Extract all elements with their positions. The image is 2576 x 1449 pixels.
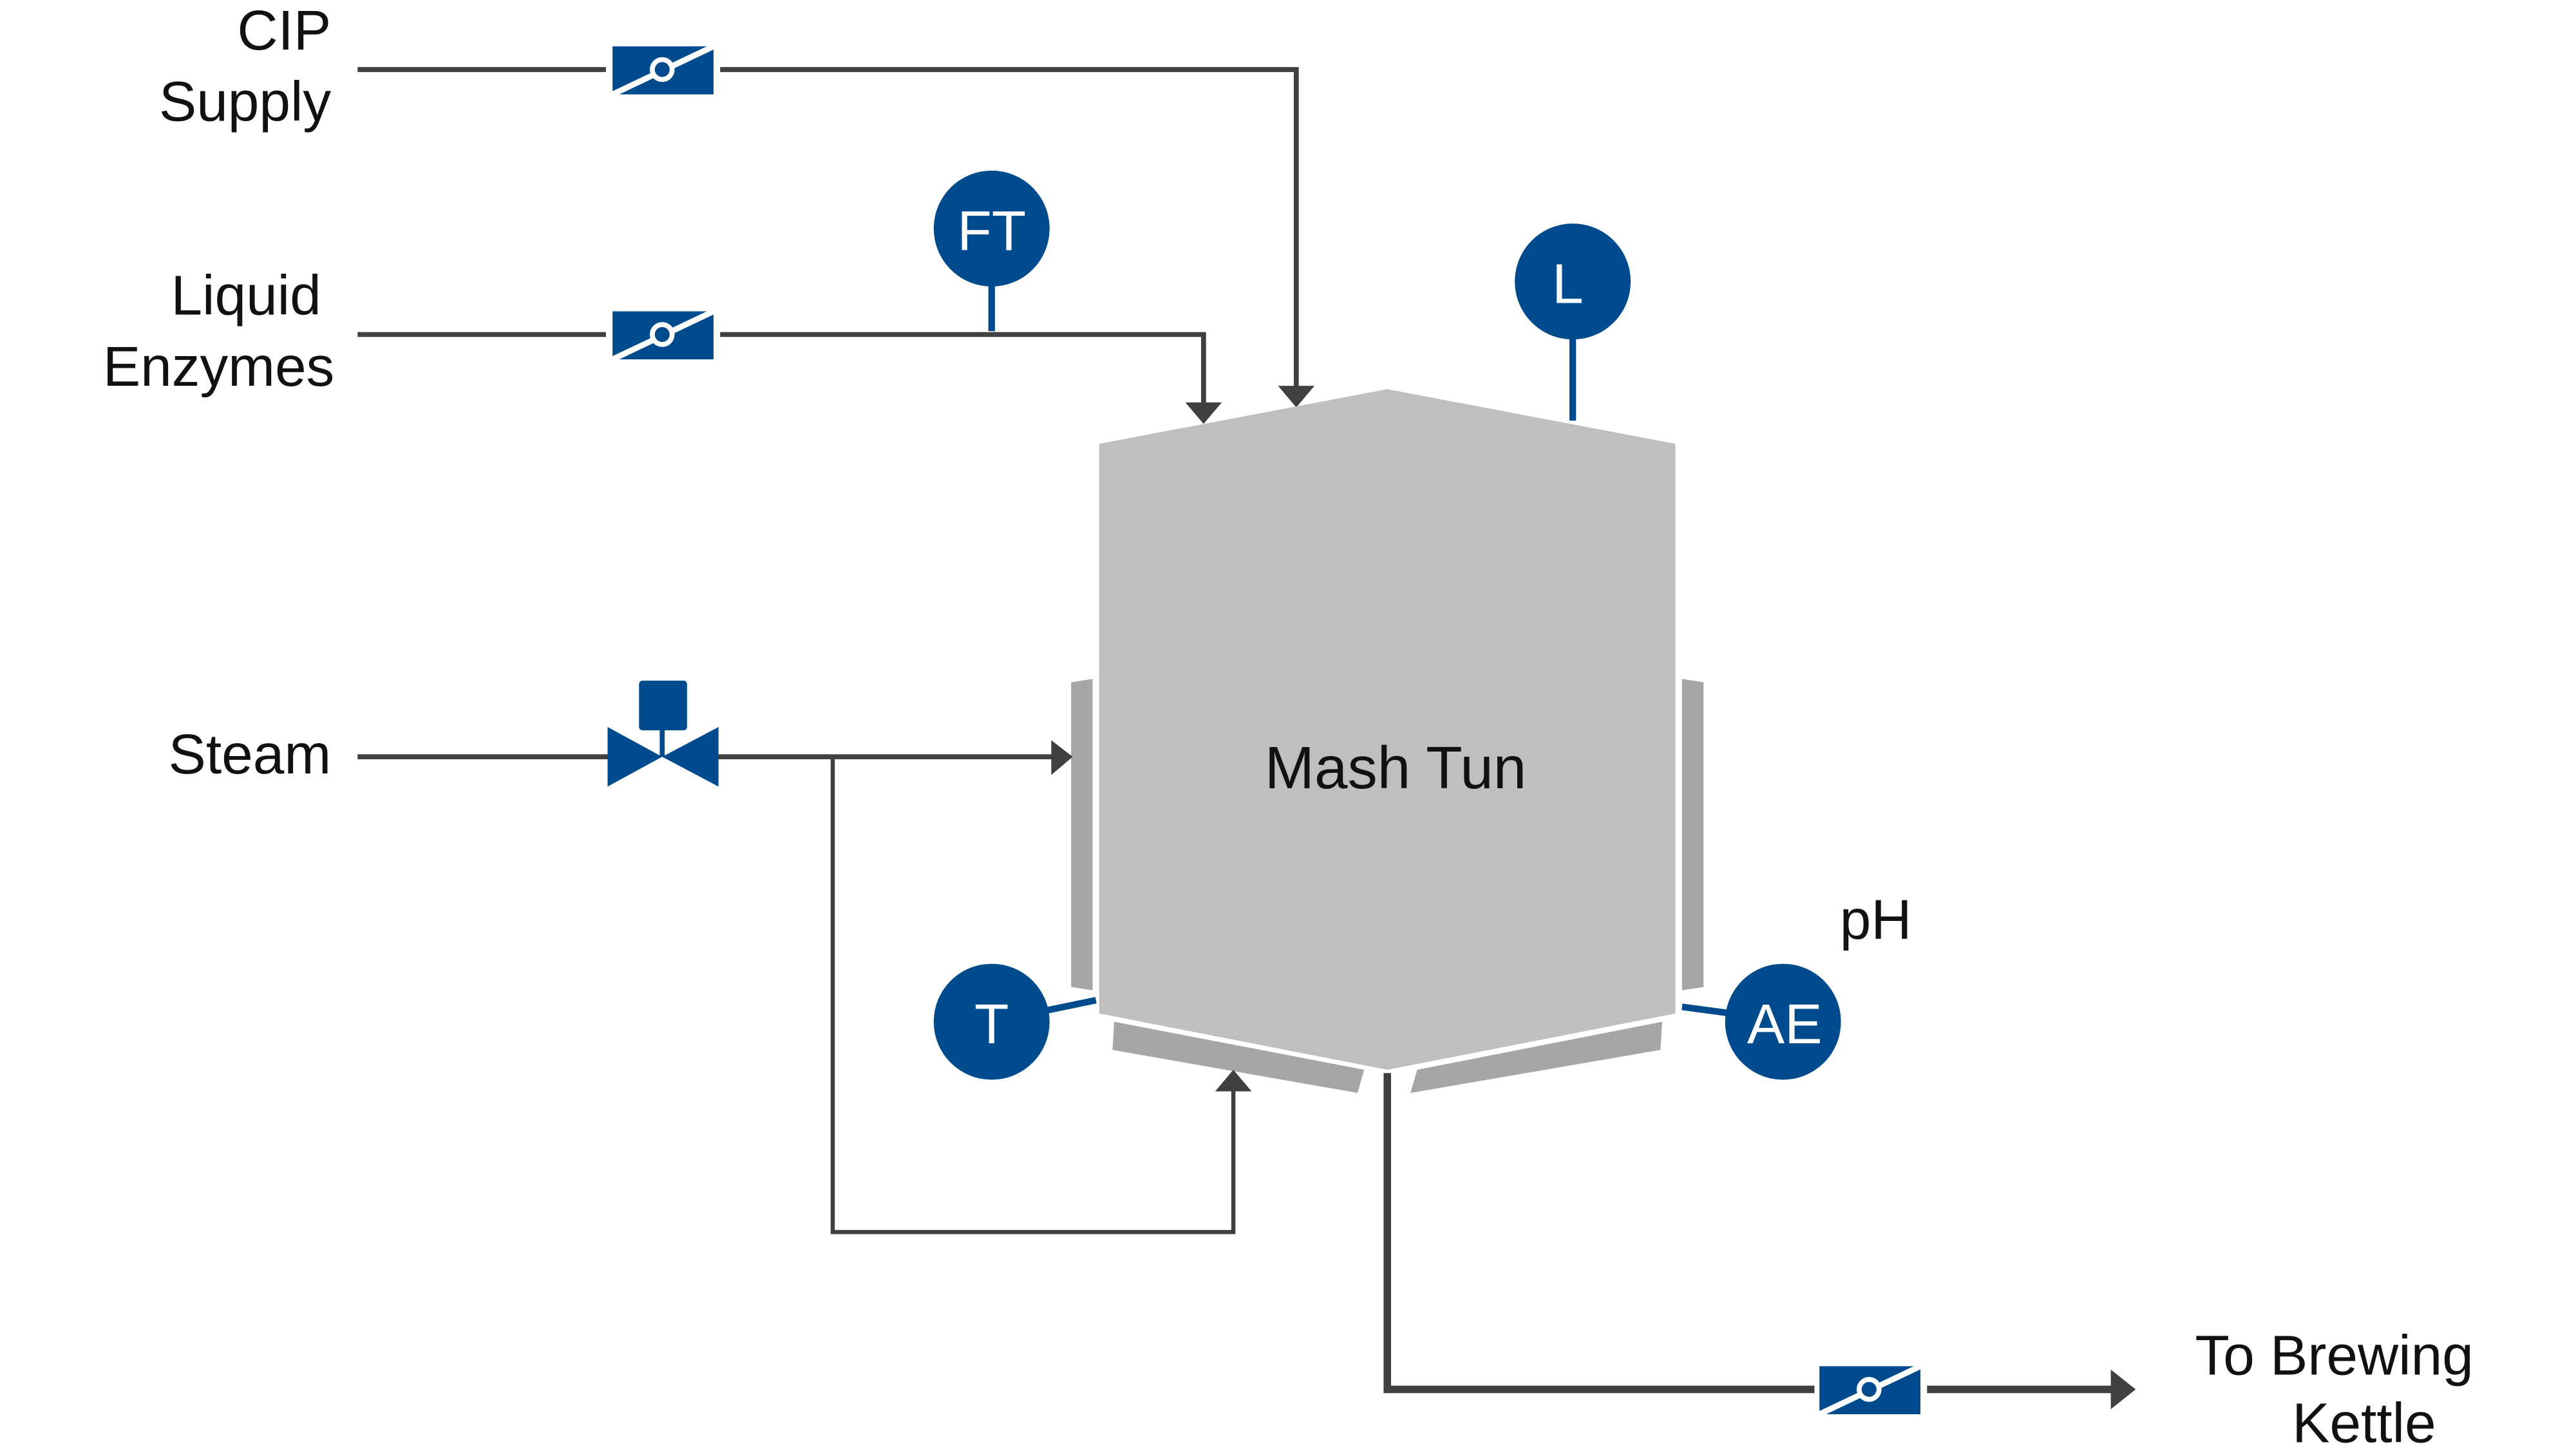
t-tag: T (974, 992, 1009, 1056)
enzymes-inlet-arrow (1185, 402, 1222, 424)
analyzer-element-ae[interactable]: AE (1681, 963, 1841, 1080)
outlet-label-line1: To Brewing (2195, 1323, 2474, 1387)
liquid-enzymes-label: Liquid Enzymes (103, 264, 334, 399)
cip-inlet-arrow (1278, 386, 1315, 408)
outlet-label-line2: Kettle (2292, 1392, 2436, 1449)
temperature-instrument-t[interactable]: T (933, 963, 1097, 1080)
steam-inlet-arrow (1051, 740, 1073, 775)
enzymes-label-line1: Liquid (171, 264, 321, 327)
bottom-right-jacket (1410, 1021, 1662, 1094)
ae-tag: AE (1747, 992, 1823, 1056)
outlet-arrow (2110, 1369, 2136, 1410)
to-brewing-kettle-label: To Brewing Kettle (2195, 1323, 2474, 1449)
bottom-left-jacket (1112, 1021, 1365, 1094)
enzymes-pipe[interactable] (357, 332, 1222, 424)
cip-label-line2: Supply (159, 70, 332, 133)
ph-label: pH (1840, 888, 1912, 951)
ft-tag: FT (957, 199, 1026, 262)
right-jacket (1681, 679, 1704, 990)
level-instrument-l[interactable]: L (1515, 223, 1631, 421)
enzymes-butterfly-valve-icon[interactable] (611, 308, 715, 363)
l-tag: L (1552, 252, 1584, 316)
vessel-label: Mash Tun (1265, 734, 1526, 801)
outlet-butterfly-valve-icon[interactable] (1818, 1363, 1922, 1417)
steam-pipe[interactable] (357, 740, 1252, 1235)
cip-supply-label: CIP Supply (159, 0, 332, 133)
cip-supply-pipe[interactable] (357, 67, 1315, 408)
mash-tun-vessel[interactable]: Mash Tun (1099, 389, 1676, 1070)
steam-control-valve-icon[interactable] (607, 680, 719, 787)
flow-transmitter-ft[interactable]: FT (933, 170, 1050, 332)
steam-label: Steam (169, 723, 332, 786)
left-jacket (1071, 679, 1093, 990)
enzymes-label-line2: Enzymes (103, 335, 334, 398)
steam-bottom-arrow (1215, 1070, 1252, 1092)
cip-label-line1: CIP (237, 0, 331, 62)
outlet-pipe[interactable] (1383, 1073, 2136, 1410)
cip-butterfly-valve-icon[interactable] (611, 43, 715, 97)
